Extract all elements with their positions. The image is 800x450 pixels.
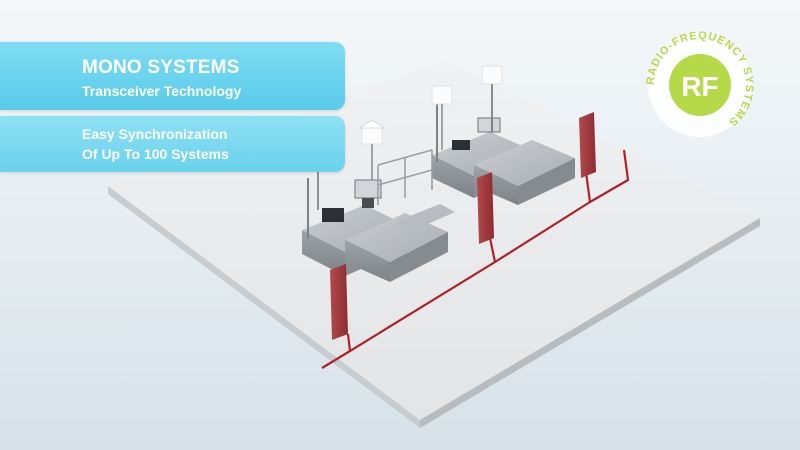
red-cable — [321, 149, 630, 369]
panel-title: MONO SYSTEMS — [82, 57, 240, 78]
rf-label: RF — [681, 71, 718, 102]
lamp — [359, 65, 503, 180]
rf-badge: RADIO-FREQUENCY SYSTEMS RF — [645, 30, 754, 137]
panel-subtitle: Transceiver Technology — [82, 83, 242, 99]
antenna-pedestal-3 — [579, 112, 596, 178]
checkout-counter-2 — [432, 82, 575, 205]
antenna-pedestal-1 — [330, 264, 348, 340]
antenna-pedestal-2 — [477, 172, 494, 244]
checkout-counter-1 — [302, 170, 455, 282]
mono-systems-panel: MONO SYSTEMS Transceiver Technology — [0, 42, 345, 110]
railing — [377, 149, 433, 205]
sync-line-2: Of Up To 100 Systems — [82, 146, 229, 162]
sync-line-1: Easy Synchronization — [82, 126, 228, 142]
synchronization-panel: Easy Synchronization Of Up To 100 System… — [0, 116, 345, 172]
